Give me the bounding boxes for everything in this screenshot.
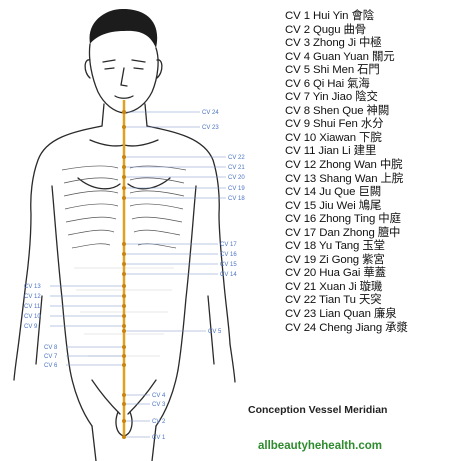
- acupoint-cv16: [122, 252, 126, 256]
- list-item: CV 18 Yu Tang 玉堂: [285, 240, 450, 254]
- label-mid-right: CV 17: [220, 242, 237, 248]
- acupoint-cv6: [122, 363, 126, 367]
- acupoint-cv17: [122, 242, 126, 246]
- list-item: CV 20 Hua Gai 華蓋: [285, 267, 450, 281]
- label-pelvis: CV 3: [152, 402, 166, 408]
- acupoint-cv14: [122, 272, 126, 276]
- right-shoulder-arm: [147, 126, 230, 344]
- acupoint-cv8: [122, 345, 126, 349]
- list-item: CV 14 Ju Que 巨闕: [285, 186, 450, 200]
- acupoint-cv4: [122, 393, 126, 397]
- label-mid-right: CV 16: [220, 252, 237, 258]
- label-left-lower: CV 6: [44, 363, 58, 369]
- label-chest-right: CV 18: [228, 196, 245, 202]
- acupoint-cv20: [122, 175, 126, 179]
- list-item: CV 22 Tian Tu 天突: [285, 294, 450, 308]
- acupoint-cv18: [122, 196, 126, 200]
- list-item: CV 3 Zhong Ji 中極: [285, 37, 450, 51]
- label-head-upper: CV 24: [202, 110, 219, 116]
- label-perineum: CV 1: [152, 435, 166, 441]
- acupoint-cv1: [122, 435, 126, 439]
- acupoint-cv7: [122, 354, 126, 358]
- right-torso-side: [178, 186, 196, 370]
- list-item: CV 23 Lian Quan 廉泉: [285, 308, 450, 322]
- list-item: CV 24 Cheng Jiang 承漿: [285, 322, 450, 336]
- list-item: CV 4 Guan Yuan 關元: [285, 51, 450, 65]
- label-left-column: CV 10: [24, 314, 41, 320]
- label-head-lower: CV 23: [202, 125, 219, 131]
- leader-mid: [126, 244, 218, 274]
- acupoint-cv5: [122, 329, 126, 333]
- list-item: CV 19 Zi Gong 紫宮: [285, 254, 450, 268]
- list-item: CV 15 Jiu Wei 鳩尾: [285, 200, 450, 214]
- acupoint-list: CV 1 Hui Yin 會陰 CV 2 Qugu 曲骨 CV 3 Zhong …: [285, 10, 450, 335]
- list-item: CV 9 Shui Fen 水分: [285, 118, 450, 132]
- label-left-lower: CV 7: [44, 354, 58, 360]
- label-left-column: CV 12: [24, 294, 41, 300]
- label-mid-right: CV 15: [220, 262, 237, 268]
- acupoint-cv13: [122, 284, 126, 288]
- list-item: CV 10 Xiawan 下脘: [285, 132, 450, 146]
- list-item: CV 8 Shen Que 神闕: [285, 105, 450, 119]
- label-left-column: CV 11: [24, 304, 41, 310]
- label-left-lower: CV 8: [44, 345, 58, 351]
- nose: [121, 68, 127, 86]
- label-left-column: CV 9: [24, 324, 38, 330]
- acupoint-cv9: [122, 324, 126, 328]
- acupoint-cv11: [122, 304, 126, 308]
- acupoint-cv19: [122, 186, 126, 190]
- list-item: CV 13 Shang Wan 上脘: [285, 173, 450, 187]
- leader-lines: [50, 112, 226, 437]
- hair: [90, 9, 158, 48]
- acupoint-cv21: [122, 165, 126, 169]
- label-groin: CV 2: [152, 419, 166, 425]
- label-mid-right: CV 14: [220, 272, 237, 278]
- list-item: CV 11 Jian Li 建里: [285, 145, 450, 159]
- acupoint-cv3: [122, 402, 126, 406]
- figure-labels: CV 24 CV 23 CV 22 CV 21 CV 20 CV 19 CV 1…: [24, 110, 245, 441]
- acupoint-cv15: [122, 262, 126, 266]
- list-item: CV 16 Zhong Ting 中庭: [285, 213, 450, 227]
- list-item: CV 12 Zhong Wan 中脘: [285, 159, 450, 173]
- mouth: [115, 96, 133, 98]
- list-item: CV 2 Qugu 曲骨: [285, 24, 450, 38]
- list-item: CV 5 Shi Men 石門: [285, 64, 450, 78]
- acupoint-cv2: [122, 419, 126, 423]
- eyebrows: [103, 60, 145, 62]
- label-left-column: CV 13: [24, 284, 41, 290]
- acupoint-cv12: [122, 294, 126, 298]
- acupoint-cv24: [122, 110, 126, 114]
- leader-left-lower: [66, 347, 122, 365]
- list-item: CV 1 Hui Yin 會陰: [285, 10, 450, 24]
- label-chest-right: CV 22: [228, 155, 245, 161]
- label-pelvis: CV 4: [152, 393, 166, 399]
- label-right-lower: CV 5: [208, 329, 222, 335]
- list-item: CV 6 Qi Hai 氣海: [285, 78, 450, 92]
- list-item: CV 21 Xuan Ji 璇璣: [285, 281, 450, 295]
- label-chest-right: CV 20: [228, 175, 245, 181]
- list-item: CV 7 Yin Jiao 陰交: [285, 91, 450, 105]
- right-forearm: [208, 296, 235, 382]
- diagram-caption: Conception Vessel Meridian: [248, 404, 453, 416]
- acupoint-cv10: [122, 314, 126, 318]
- leader-chest: [126, 157, 226, 198]
- label-chest-right: CV 19: [228, 186, 245, 192]
- acupoint-cv23: [122, 125, 126, 129]
- source-watermark: allbeautyhehealth.com: [258, 440, 453, 452]
- list-item: CV 17 Dan Zhong 膻中: [285, 227, 450, 241]
- left-torso-side: [52, 186, 70, 370]
- acupoint-cv22: [122, 155, 126, 159]
- label-chest-right: CV 21: [228, 165, 245, 171]
